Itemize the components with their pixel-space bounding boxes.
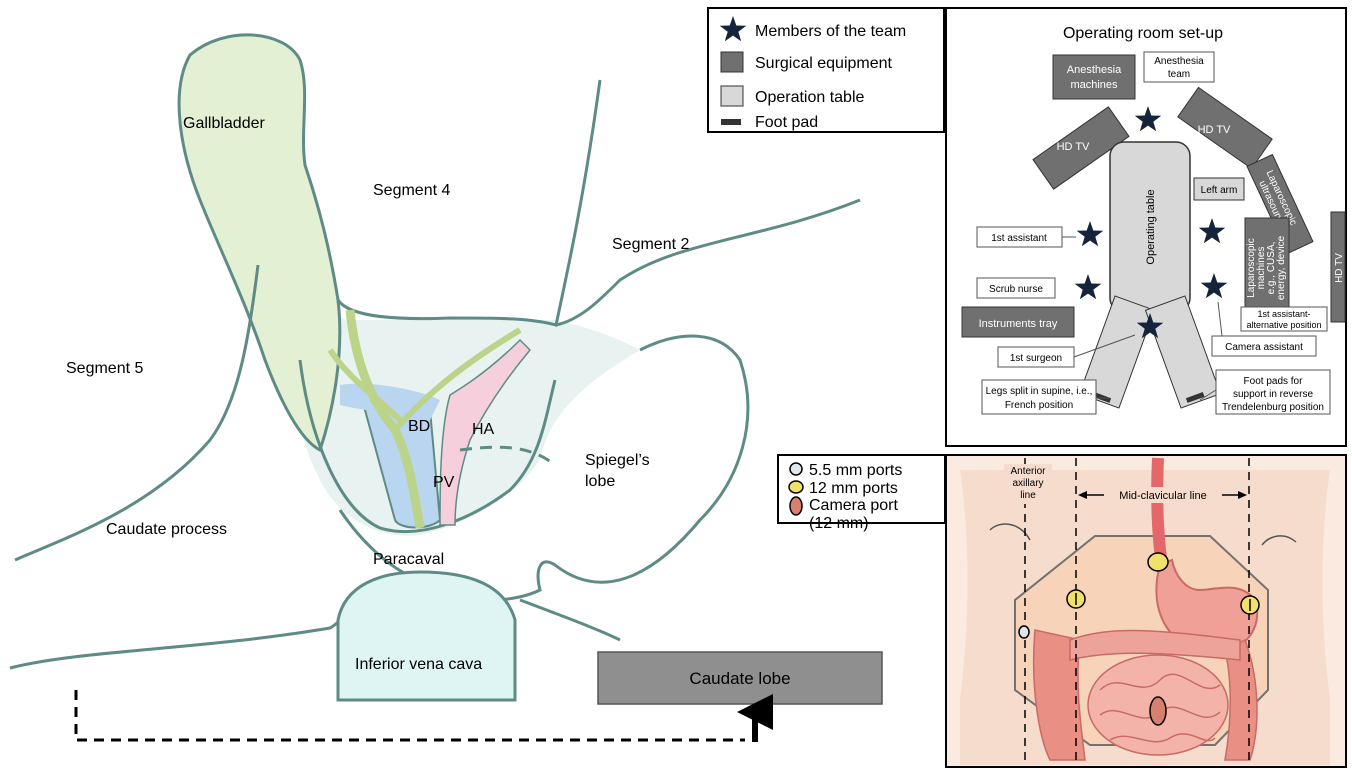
legend-item-table: Operation table [755, 89, 865, 106]
liver-outline-seg4 [338, 80, 600, 325]
anesthesia-team-l2: team [1168, 69, 1190, 80]
legend-top: Members of the team Surgical equipment O… [708, 8, 944, 132]
anesthesia-machines-l2: machines [1070, 79, 1118, 91]
anesthesia-team-l1: Anesthesia [1154, 56, 1204, 67]
anesthesia-machines [1053, 55, 1135, 99]
gallbladder-shape [179, 35, 340, 450]
instruments-tray-label: Instruments tray [979, 318, 1058, 330]
port-small-icon [790, 463, 802, 475]
ports-item-small: 5.5 mm ports [809, 462, 902, 479]
port-5mm-marker [1019, 626, 1029, 638]
foot-pads-l1: Foot pads for [1244, 376, 1304, 387]
lower-outline [10, 580, 380, 668]
hd-tv-left-label: HD TV [1057, 141, 1090, 153]
label-segment2: Segment 2 [612, 236, 689, 253]
or-setup-panel: Operating room set-up Anesthesia machine… [946, 8, 1346, 446]
ports-item-camera-size: (12 mm) [809, 515, 869, 532]
esophagus [1157, 458, 1162, 565]
lower-outline-right [520, 600, 620, 640]
ports-item-camera: Camera port [809, 497, 898, 514]
label-ha: HA [472, 421, 495, 438]
scrub-nurse-label: Scrub nurse [989, 284, 1043, 295]
legend-item-equipment: Surgical equipment [755, 55, 893, 72]
legs-split-l1: Legs split in supine, i.e., [986, 386, 1093, 397]
label-bd: BD [408, 418, 430, 435]
port-camera-icon [790, 497, 802, 515]
legend-footpad-swatch [721, 119, 741, 125]
foot-pads-l2: support in reverse [1233, 389, 1313, 400]
or-setup-title: Operating room set-up [1063, 25, 1223, 42]
label-gallbladder: Gallbladder [183, 115, 266, 132]
ivc-shape [338, 572, 515, 700]
label-spiegel-2: lobe [585, 473, 615, 490]
port-12mm-marker-epigastric [1148, 553, 1168, 571]
anterior-axillary-l3: line [1020, 490, 1036, 501]
label-paracaval: Paracaval [373, 551, 444, 568]
abdomen-panel: Anterior axillary line Mid-clavicular li… [946, 455, 1346, 767]
label-caudate-lobe: Caudate lobe [689, 669, 790, 688]
alt-position-l1: 1st assistant- [1257, 309, 1310, 319]
legs-split-l2: French position [1005, 400, 1073, 411]
ports-item-12mm: 12 mm ports [809, 480, 898, 497]
camera-port-marker [1150, 697, 1166, 725]
camera-assistant-label: Camera assistant [1225, 342, 1303, 353]
hd-tv-side-label: HD TV [1334, 253, 1345, 283]
legend-item-team: Members of the team [755, 23, 906, 40]
liver-outline-seg2 [556, 200, 860, 325]
port-12mm-icon [789, 481, 803, 493]
operating-table-label: Operating table [1145, 189, 1157, 264]
ports-legend: 5.5 mm ports 12 mm ports Camera port (12… [778, 455, 945, 532]
liver-outline-upper [15, 265, 258, 560]
legend-table-swatch [721, 86, 743, 106]
mid-clavicular-label: Mid-clavicular line [1119, 490, 1206, 502]
anterior-axillary-l2: axillary [1012, 478, 1043, 489]
foot-pads-l3: Trendelenburg position [1222, 402, 1324, 413]
label-ivc: Inferior vena cava [355, 656, 482, 673]
anterior-axillary-l1: Anterior [1010, 466, 1046, 477]
legend-item-footpad: Foot pad [755, 114, 818, 131]
alt-position-l2: alternative position [1246, 320, 1321, 330]
label-segment4: Segment 4 [373, 182, 450, 199]
anesthesia-machines-l1: Anesthesia [1067, 64, 1122, 76]
legend-equipment-swatch [721, 52, 743, 72]
label-segment5: Segment 5 [66, 360, 143, 377]
label-caudate-process: Caudate process [106, 521, 227, 538]
label-pv: PV [433, 474, 455, 491]
left-arm-label: Left arm [1201, 185, 1238, 196]
first-assistant-label: 1st assistant [991, 233, 1047, 244]
hd-tv-right-label: HD TV [1198, 124, 1231, 136]
lap-machines-l4: energy, device [1276, 235, 1287, 300]
first-surgeon-label: 1st surgeon [1010, 353, 1062, 364]
label-spiegel-1: Spiegel’s [585, 452, 650, 469]
